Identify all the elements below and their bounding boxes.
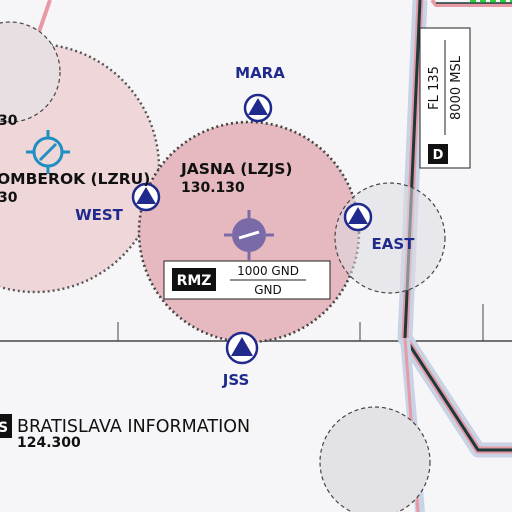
bottom-circle [319,406,431,512]
top-left-circle [0,21,61,123]
rmz-lower-limit: GND [254,283,282,297]
reporting-point-mara-label: MARA [235,64,285,82]
reporting-point-jss-label: JSS [222,371,250,389]
rmz-upper-limit: 1000 GND [237,264,299,278]
vertical-limit-upper: FL 135 [427,66,442,110]
fir-label: S BRATISLAVA INFORMATION 124.300 [0,414,250,451]
fir-badge: S [0,420,8,436]
rmz-box: RMZ 1000 GND GND [163,260,331,300]
reporting-point-west-icon[interactable] [131,182,161,212]
omberok-frequency: 30 [0,190,18,206]
jasna-name: JASNA (LZJS) [180,160,293,178]
fir-name: BRATISLAVA INFORMATION [17,417,250,437]
rmz-badge: RMZ [177,273,212,289]
vertical-limits-box: D FL 135 8000 MSL [419,27,471,169]
reporting-point-east-icon[interactable] [343,202,373,232]
reporting-point-west-label: WEST [75,206,124,224]
reporting-point-mara-icon[interactable] [243,93,273,123]
reporting-point-jss-icon[interactable] [225,331,259,365]
fir-frequency: 124.300 [17,435,81,451]
omberok-name: OMBEROK (LZRU) [0,170,150,188]
vertical-limits-badge: D [433,148,444,163]
aerodrome-icon-jasna[interactable] [224,210,274,260]
aerodrome-icon-left[interactable] [26,130,70,174]
jasna-frequency: 130.130 [181,180,245,196]
top-left-frequency: 30 [0,113,18,129]
vertical-limit-lower: 8000 MSL [449,55,464,120]
reporting-point-east-label: EAST [372,235,416,253]
